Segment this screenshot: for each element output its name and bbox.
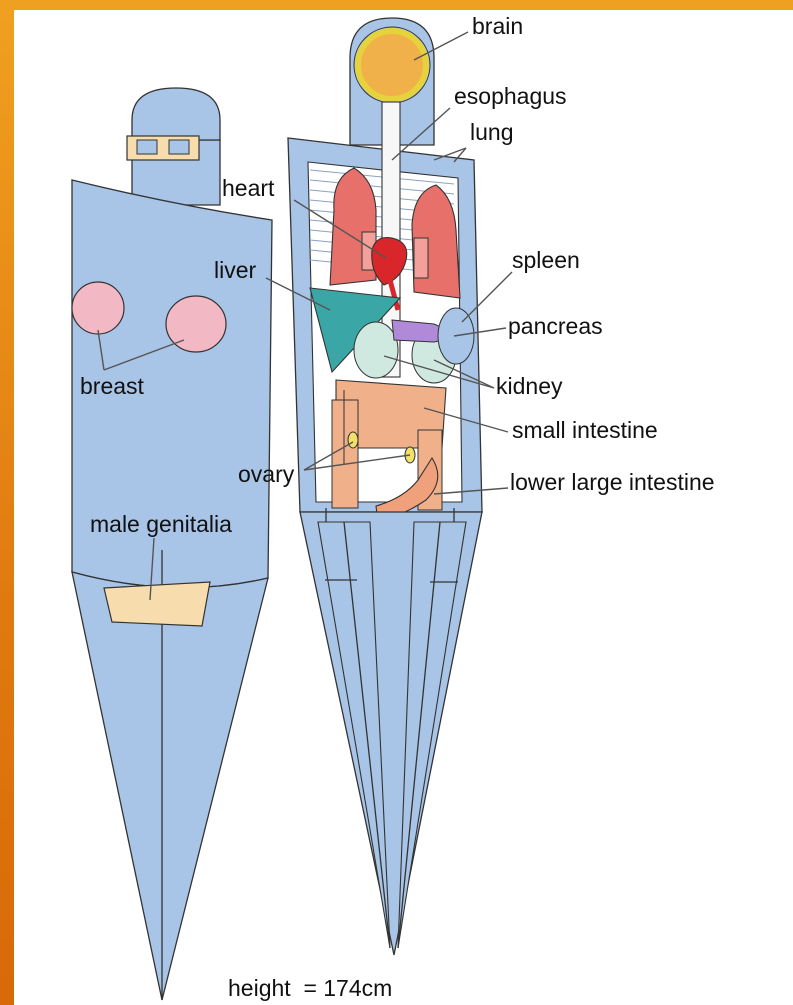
brain — [358, 31, 426, 99]
diagram-canvas: brain esophagus lung heart liver spleen … — [14, 10, 793, 1005]
label-kidney: kidney — [496, 373, 563, 399]
label-lung: lung — [470, 119, 513, 145]
external-phantom — [72, 88, 272, 1000]
label-heart: heart — [222, 175, 275, 201]
label-liver: liver — [214, 257, 257, 283]
left-kidney — [354, 322, 398, 378]
label-spleen: spleen — [512, 247, 580, 273]
phantom-diagram: brain esophagus lung heart liver spleen … — [14, 10, 793, 1005]
left-ovary — [348, 432, 358, 448]
male-genitalia-block — [104, 582, 210, 626]
internal-phantom — [288, 18, 482, 955]
legs-cone — [72, 572, 268, 1000]
label-ovary: ovary — [238, 461, 295, 487]
head — [132, 88, 220, 140]
left-breast — [72, 282, 124, 334]
label-male-genitalia: male genitalia — [90, 511, 232, 537]
label-small-intestine: small intestine — [512, 417, 658, 443]
label-brain: brain — [472, 13, 523, 39]
label-breast: breast — [80, 373, 145, 399]
label-height: height = 174cm — [228, 975, 392, 1001]
label-pancreas: pancreas — [508, 313, 603, 339]
label-esophagus: esophagus — [454, 83, 567, 109]
label-lower-large-intestine: lower large intestine — [510, 469, 715, 495]
